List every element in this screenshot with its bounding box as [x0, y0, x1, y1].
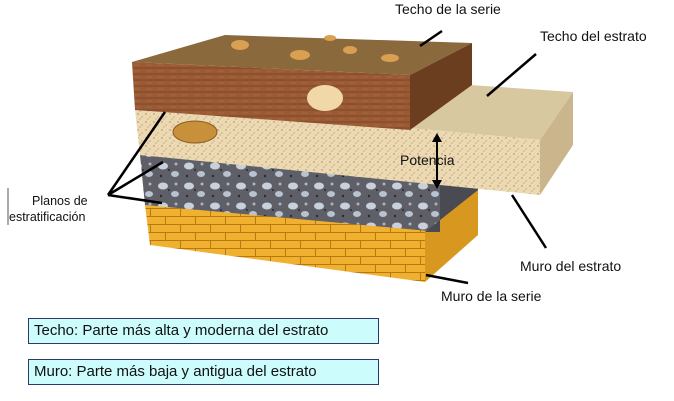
- thickness-arrow: [432, 133, 442, 189]
- label-planos-1: Planos de: [32, 194, 88, 208]
- fossil-bone: [307, 85, 343, 111]
- definition-techo: Techo: Parte más alta y moderna del estr…: [28, 318, 379, 344]
- label-planos-2: estratificación: [9, 210, 86, 224]
- definition-muro: Muro: Parte más baja y antigua del estra…: [28, 359, 379, 385]
- brick-layer-side: [425, 188, 478, 282]
- label-techo-estrato: Techo del estrato: [540, 28, 647, 44]
- brown-layer-front: [132, 62, 410, 130]
- fossil-shell: [172, 120, 218, 144]
- label-muro-serie: Muro de la serie: [441, 288, 542, 304]
- pebbles: [231, 35, 399, 62]
- conglomerate-layer-front: [140, 155, 440, 232]
- brick-layer-front: [145, 205, 425, 282]
- brown-layer-side: [410, 43, 472, 130]
- label-potencia: Potencia: [400, 152, 455, 168]
- conglomerate-layer-side: [425, 182, 478, 232]
- label-muro-estrato: Muro del estrato: [520, 258, 622, 274]
- sand-layer-side: [540, 92, 573, 195]
- sand-layer-front: [135, 110, 540, 195]
- sand-layer-top: [410, 85, 573, 140]
- label-techo-serie: Techo de la serie: [395, 1, 501, 17]
